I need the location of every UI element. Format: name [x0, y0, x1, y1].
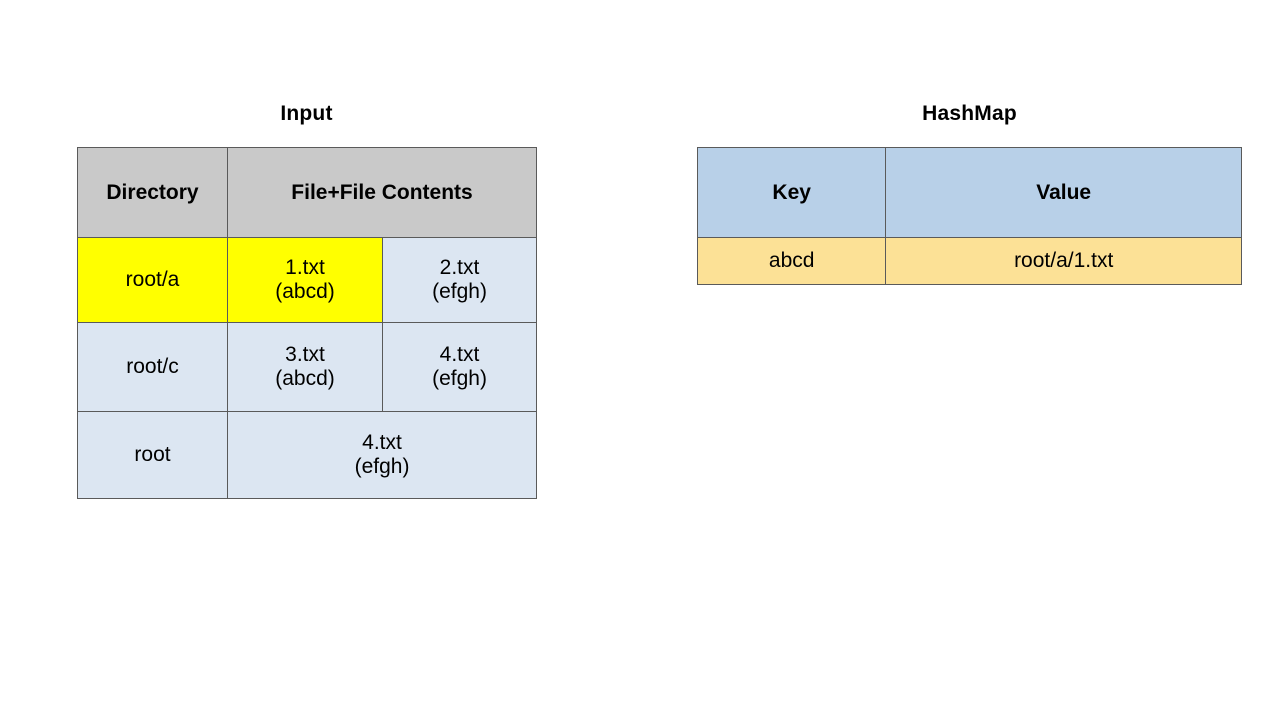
input-table-header-row: Directory File+File Contents	[77, 147, 538, 238]
input-file-name: 4.txt	[362, 431, 402, 455]
input-table: Directory File+File Contents root/a 1.tx…	[77, 147, 538, 499]
input-table-row: root/c 3.txt (abcd) 4.txt (efgh)	[77, 322, 538, 412]
input-table-row: root 4.txt (efgh)	[77, 411, 538, 499]
hashmap-column-header-key: Key	[696, 147, 887, 238]
hashmap-table: Key Value abcd root/a/1.txt	[696, 147, 1242, 285]
input-file-cell: 2.txt (efgh)	[381, 237, 538, 323]
input-file-cell: 1.txt (abcd)	[227, 237, 383, 323]
input-column-header-directory: Directory	[77, 147, 228, 238]
input-directory-cell: root/c	[77, 322, 228, 412]
input-file-cell: 3.txt (abcd)	[227, 322, 383, 412]
input-directory-cell: root/a	[77, 237, 228, 323]
input-file-contents: (efgh)	[354, 455, 410, 478]
input-directory-cell: root	[77, 411, 228, 499]
input-table-row: root/a 1.txt (abcd) 2.txt (efgh)	[77, 237, 538, 323]
hashmap-value-cell: root/a/1.txt	[885, 237, 1242, 285]
input-column-header-file-contents: File+File Contents	[226, 147, 538, 238]
input-file-contents: (abcd)	[275, 280, 335, 303]
hashmap-table-row: abcd root/a/1.txt	[696, 237, 1242, 285]
input-file-cell-merged: 4.txt (efgh)	[226, 411, 538, 499]
hashmap-key-cell: abcd	[696, 237, 887, 285]
input-file-cell: 4.txt (efgh)	[381, 322, 538, 412]
input-panel-title: Input	[280, 102, 333, 125]
hashmap-panel-title: HashMap	[922, 102, 1017, 125]
input-file-name: 1.txt	[285, 256, 325, 280]
input-file-contents: (efgh)	[432, 280, 487, 303]
input-file-contents: (efgh)	[432, 367, 487, 390]
input-file-contents: (abcd)	[275, 367, 335, 390]
input-file-name: 2.txt	[439, 256, 480, 280]
hashmap-table-header-row: Key Value	[696, 147, 1242, 238]
hashmap-column-header-value: Value	[885, 147, 1242, 238]
input-panel: Input Directory File+File Contents root/…	[77, 102, 538, 499]
input-file-name: 3.txt	[285, 343, 325, 367]
input-file-name: 4.txt	[439, 343, 480, 367]
hashmap-panel: HashMap Key Value abcd root/a/1.txt	[696, 102, 1242, 285]
